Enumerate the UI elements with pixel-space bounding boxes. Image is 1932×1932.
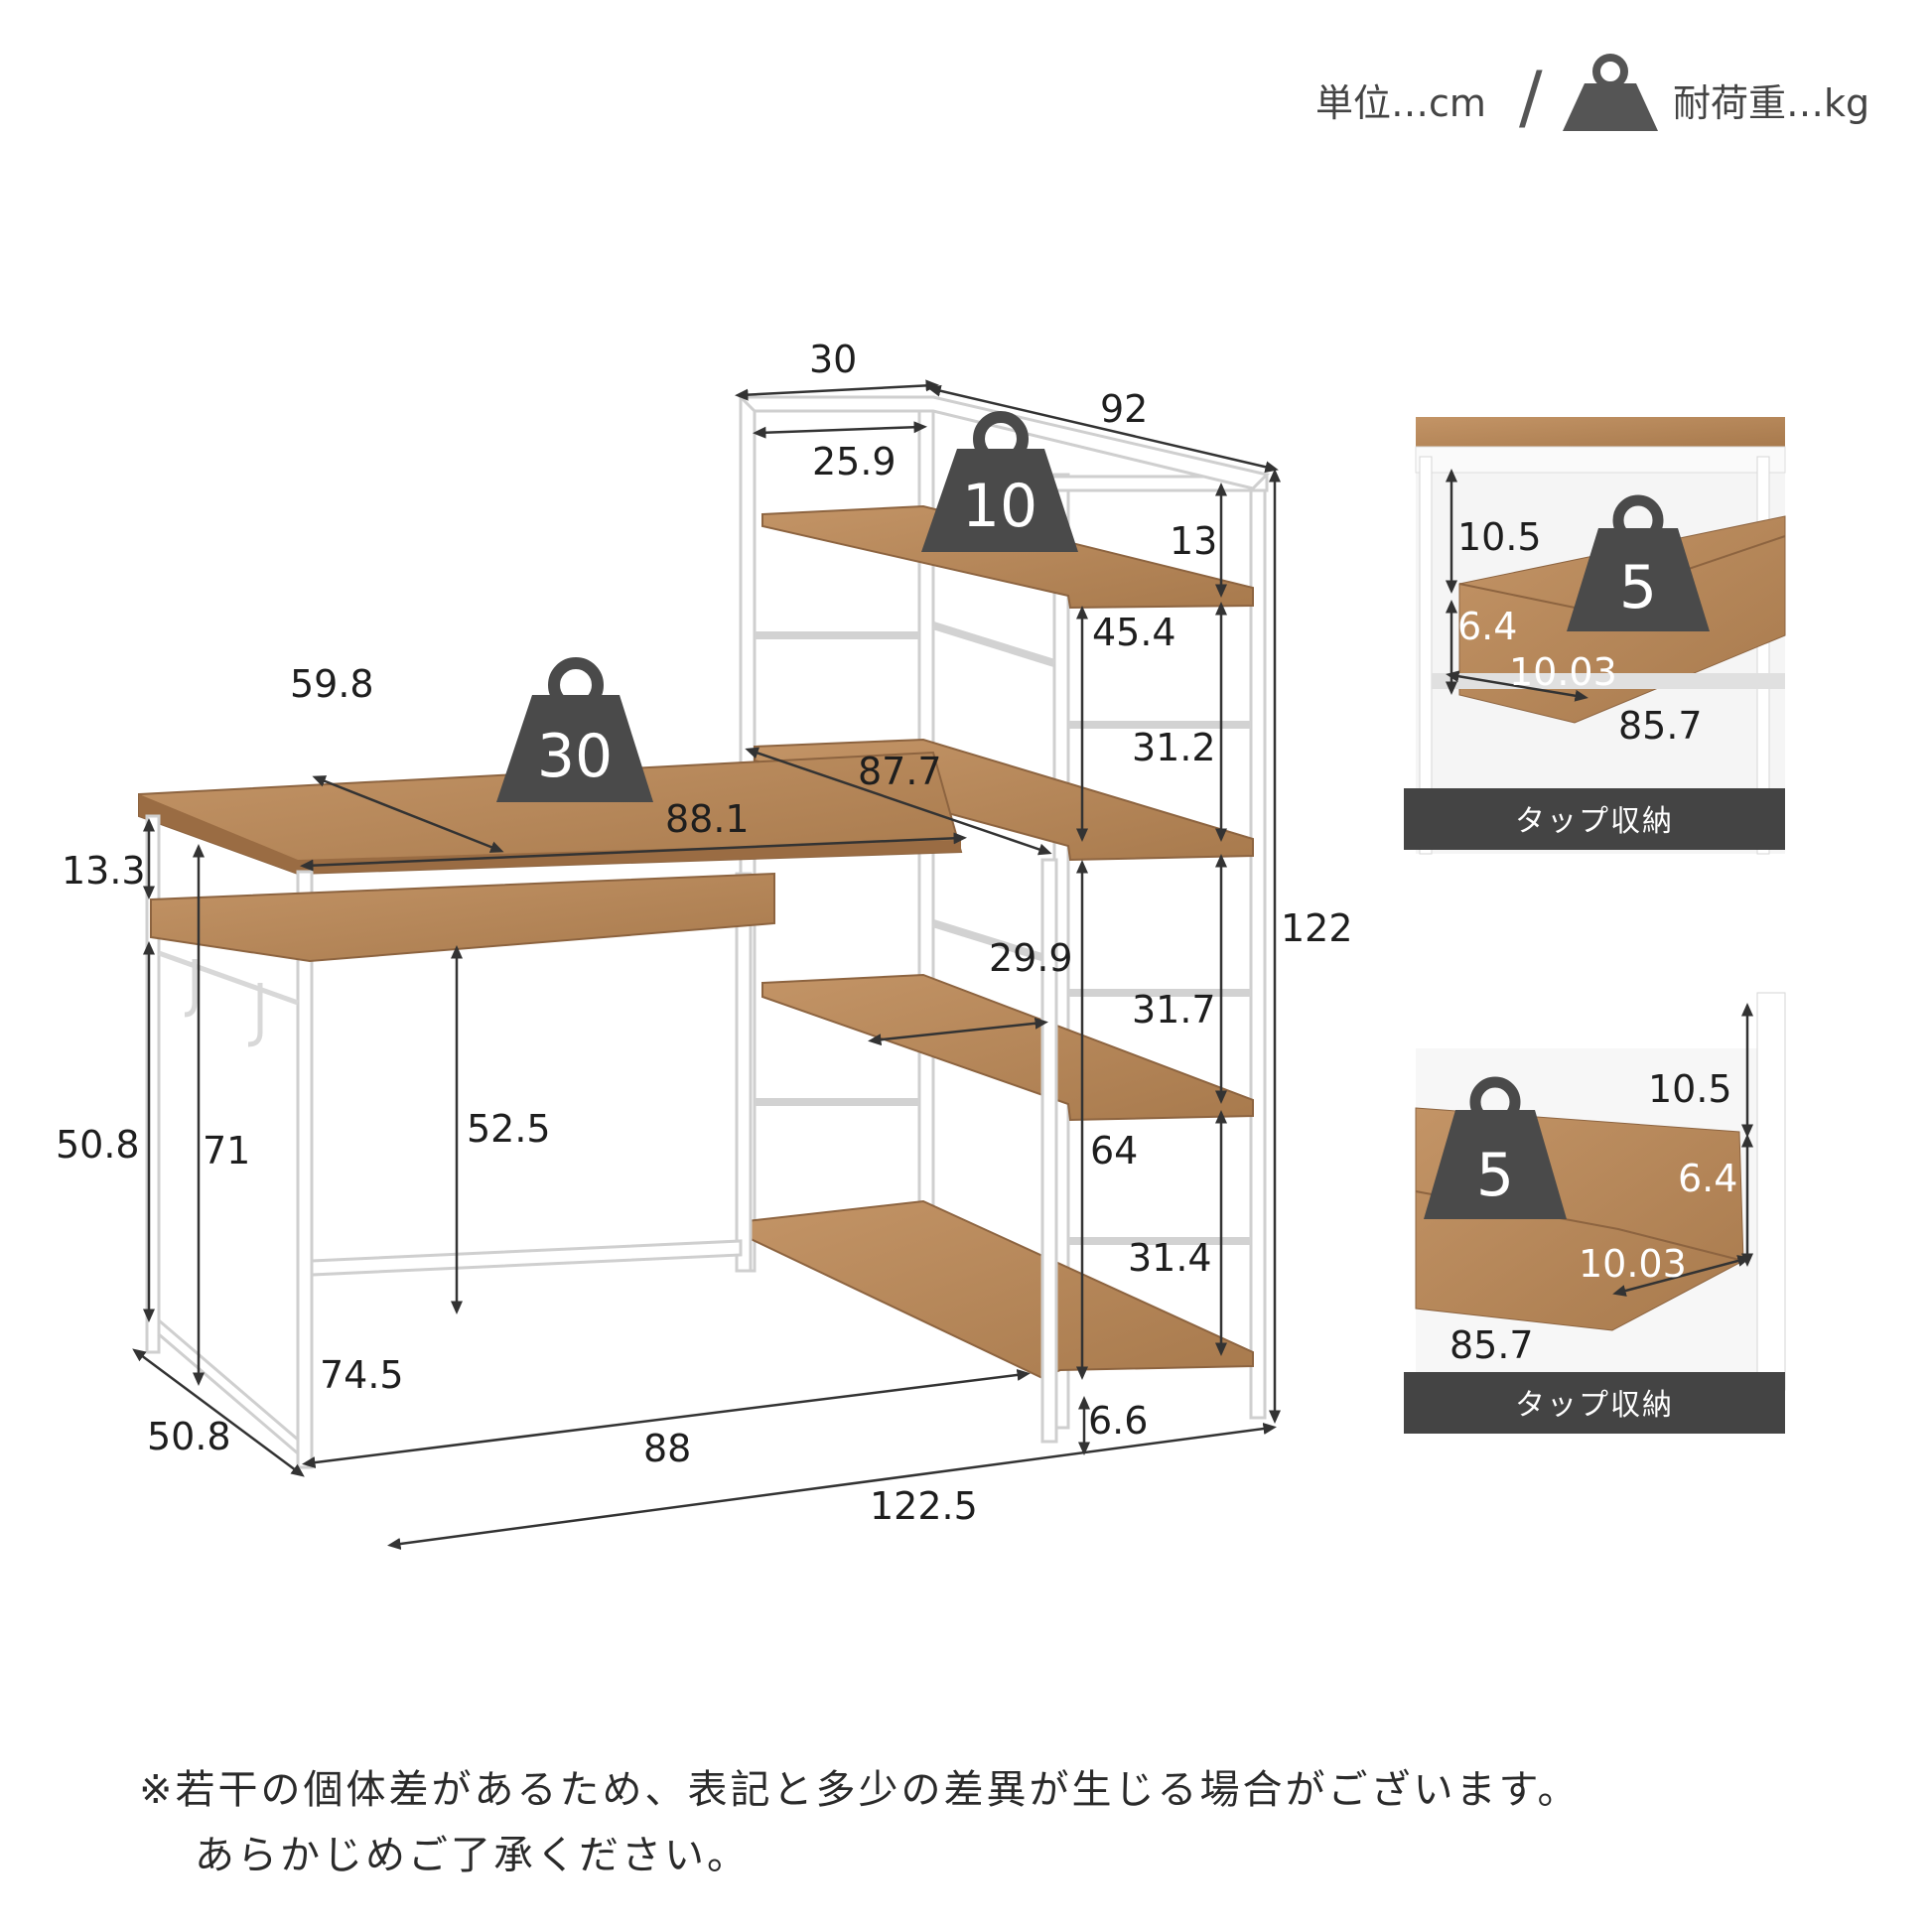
dim-59-8: 59.8	[290, 662, 374, 706]
load-label: 耐荷重…kg	[1673, 81, 1869, 125]
dim-10-5: 10.5	[1648, 1067, 1732, 1111]
dim-64: 64	[1090, 1129, 1138, 1173]
unit-label: 単位…cm	[1315, 81, 1486, 125]
legend-separator: /	[1519, 57, 1543, 138]
weight-value: 30	[537, 722, 613, 791]
dim-50-8-horizontal: 50.8	[147, 1415, 231, 1458]
dim-31-2: 31.2	[1132, 726, 1216, 769]
dim-52-5: 52.5	[467, 1107, 551, 1151]
dim-122-5: 122.5	[870, 1484, 978, 1528]
dim-25-9: 25.9	[812, 440, 897, 483]
weight-value: 5	[1476, 1141, 1514, 1210]
dim-30: 30	[809, 338, 857, 381]
dim-85-7: 85.7	[1449, 1323, 1534, 1367]
dim-50-8-vertical: 50.8	[56, 1123, 140, 1167]
dimension-lines	[132, 379, 1281, 1550]
detail-tray-lower: タップ収納 10.5 6.4 10.03 85.7 5	[1404, 992, 1786, 1434]
dim-31-7: 31.7	[1132, 988, 1216, 1032]
legend: 単位…cm / 耐荷重…kg	[1315, 54, 1869, 138]
dim-71: 71	[203, 1129, 250, 1173]
dim-6-4: 6.4	[1678, 1157, 1737, 1200]
dim-13: 13	[1170, 519, 1217, 563]
detail-caption: タップ収納	[1515, 1388, 1674, 1423]
weight-value: 10	[962, 472, 1037, 541]
detail-caption: タップ収納	[1515, 804, 1674, 839]
desk-illustration	[138, 395, 1270, 1469]
dim-74-5: 74.5	[320, 1353, 404, 1397]
dimension-labels: 30 92 25.9 13 45.4 59.8 87.7 88.1 31.2 1…	[56, 338, 1353, 1528]
dim-6-4: 6.4	[1457, 605, 1517, 648]
dim-85-7: 85.7	[1618, 704, 1703, 748]
dim-31-4: 31.4	[1128, 1236, 1212, 1280]
disclaimer-line-1: ※若干の個体差があるため、表記と多少の差異が生じる場合がございます。	[139, 1767, 1581, 1813]
dim-13-3: 13.3	[62, 849, 146, 893]
detail-tray-upper: タップ収納 10.5 6.4 10.03 85.7 5	[1404, 417, 1786, 855]
weight-badge-upper-shelf: 10	[921, 411, 1078, 552]
dim-29-9: 29.9	[989, 936, 1073, 980]
dim-92: 92	[1100, 387, 1148, 431]
disclaimer-line-2: あらかじめご了承ください。	[195, 1833, 750, 1878]
weight-badge-tray-upper: 5	[1567, 494, 1710, 631]
dim-10-5: 10.5	[1457, 515, 1542, 559]
dim-88: 88	[643, 1427, 691, 1470]
dim-45-4: 45.4	[1092, 611, 1176, 654]
dim-122: 122	[1281, 906, 1353, 950]
dim-6-6: 6.6	[1088, 1399, 1148, 1443]
dim-10-03: 10.03	[1509, 650, 1617, 694]
weight-value: 5	[1619, 553, 1657, 622]
weight-badge-tray-lower: 5	[1424, 1076, 1567, 1219]
dim-88-1: 88.1	[665, 797, 750, 841]
dim-10-03: 10.03	[1579, 1242, 1687, 1286]
weight-badge-desk-top: 30	[496, 657, 653, 802]
weight-icon	[1563, 54, 1658, 131]
dim-87-7: 87.7	[858, 750, 942, 793]
